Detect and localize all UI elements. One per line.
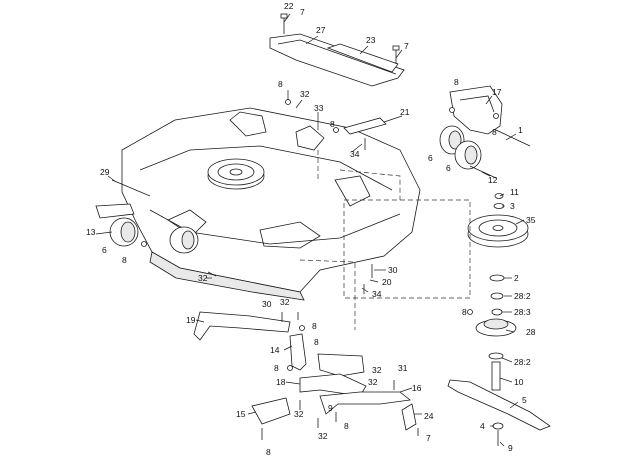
belt-cover-plate (326, 43, 399, 73)
callout-label: 1 (518, 125, 523, 135)
deck-cover-plate (269, 33, 405, 87)
callout-label: 22 (284, 1, 294, 11)
callout-label: 34 (350, 149, 360, 159)
callout-label: 28:2 (514, 291, 531, 301)
callout-label: 6 (102, 245, 107, 255)
callout-label: 10 (514, 377, 524, 387)
baffle-center-bracket (289, 333, 367, 397)
baffle-left (193, 311, 291, 341)
callout-label: 5 (522, 395, 527, 405)
callout-label: 6 (446, 163, 451, 173)
spindle-housing (475, 318, 517, 337)
baffle-right (319, 391, 411, 415)
belt-routing-lines (299, 150, 471, 330)
spindle-nut-washer (493, 193, 505, 209)
callout-label: 32 (318, 431, 328, 441)
callout-label: 21 (400, 107, 410, 117)
callout-label: 20 (382, 277, 392, 287)
spindle-pulley (467, 214, 529, 248)
callout-label: 29 (100, 167, 110, 177)
gauge-wheel-axle (111, 179, 151, 197)
callout-label: 12 (488, 175, 498, 185)
callout-label: 30 (388, 265, 398, 275)
gauge-wheel-left (95, 203, 199, 254)
callout-label: 8 (344, 421, 349, 431)
callout-label: 8 (462, 307, 467, 317)
hardware-screws (141, 99, 499, 440)
callout-label: 35 (526, 215, 536, 225)
callout-label: 2 (514, 273, 519, 283)
callout-label: 24 (424, 411, 434, 421)
spindle-shaft (488, 352, 504, 391)
callout-label: 6 (428, 153, 433, 163)
callout-label: 4 (480, 421, 485, 431)
callout-label: 27 (316, 25, 326, 35)
deck-spindle-pulley (207, 158, 265, 190)
callout-label: 7 (426, 433, 431, 443)
callout-label: 28:3 (514, 307, 531, 317)
mower-deck-housing (121, 107, 421, 301)
callout-label: 31 (398, 363, 408, 373)
mounting-bracket-left (251, 397, 291, 425)
callout-label: 23 (366, 35, 376, 45)
callout-label: 34 (372, 289, 382, 299)
callout-label: 32 (280, 297, 290, 307)
callout-label: 8 (312, 321, 317, 331)
callout-label: 15 (236, 409, 246, 419)
callout-label: 32 (294, 409, 304, 419)
callout-label: 8 (454, 77, 459, 87)
mounting-bracket-right (401, 403, 417, 431)
gauge-wheel-axles-right (469, 129, 531, 179)
callout-label: 3 (510, 201, 515, 211)
callout-label: 33 (314, 103, 324, 113)
callout-label: 8 (314, 337, 319, 347)
callout-label: 30 (262, 299, 272, 309)
callout-label: 8 (274, 363, 279, 373)
callout-label: 8 (330, 119, 335, 129)
mower-blade (447, 379, 551, 431)
callout-label: 8 (122, 255, 127, 265)
callout-label: 17 (492, 87, 502, 97)
blade-bolt (492, 422, 504, 446)
bolt-top-right (392, 45, 400, 64)
callout-label: 32 (198, 273, 208, 283)
callout-label: 9 (508, 443, 513, 453)
callout-label: 8 (492, 127, 497, 137)
callout-label: 19 (186, 315, 196, 325)
callout-label: 18 (276, 377, 286, 387)
callout-label: 11 (510, 187, 519, 197)
callout-label: 28 (526, 327, 536, 337)
callout-label: 16 (412, 383, 422, 393)
callout-label: 9 (328, 403, 333, 413)
callout-label: 7 (300, 7, 305, 17)
callout-leader-lines (95, 13, 525, 447)
callout-label: 32 (300, 89, 310, 99)
callout-label: 8 (266, 447, 271, 457)
spindle-bearings (489, 274, 505, 316)
callout-label: 28:2 (514, 357, 531, 367)
bolt-top-left (280, 13, 288, 34)
callout-label: 8 (278, 79, 283, 89)
idler-arm-bracket (343, 117, 387, 150)
callout-label: 7 (404, 41, 409, 51)
gauge-wheels-right (439, 125, 482, 170)
callout-label: 13 (86, 227, 96, 237)
callout-label: 32 (368, 377, 378, 387)
gauge-wheel-bracket-right (449, 85, 503, 135)
callout-label: 14 (270, 345, 280, 355)
callout-label: 32 (372, 365, 382, 375)
